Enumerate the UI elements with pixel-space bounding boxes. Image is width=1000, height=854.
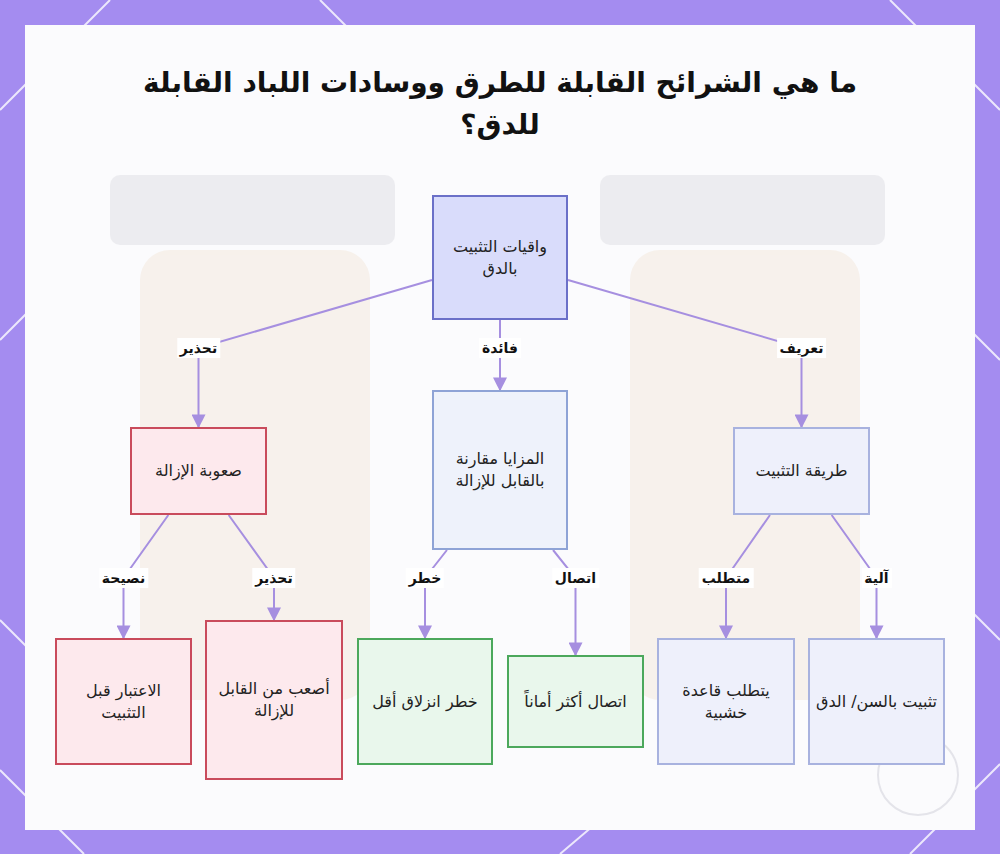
connector: [568, 280, 802, 427]
connector: [199, 280, 433, 427]
box-label: تثبيت بالسن/ الدق: [816, 691, 937, 713]
edge-label: اتصال: [552, 568, 599, 588]
title: ما هي الشرائح القابلة للطرق ووسادات اللب…: [100, 62, 900, 146]
box-label: طريقة التثبيت: [755, 460, 847, 482]
box-label: يتطلب قاعدة خشبية: [665, 680, 787, 724]
box-label: المزايا مقارنة بالقابل للإزالة: [440, 448, 560, 492]
process-box: المزايا مقارنة بالقابل للإزالة: [432, 390, 568, 550]
process-box: أصعب من القابل للإزالة: [205, 620, 343, 780]
process-box: اتصال أكثر أماناً: [507, 655, 644, 748]
edge-label: خطر: [406, 568, 444, 588]
edge-label: فائدة: [479, 338, 521, 358]
box-label: صعوبة الإزالة: [155, 460, 242, 482]
card: [25, 25, 975, 830]
box-label: خطر انزلاق أقل: [372, 691, 478, 713]
process-box: واقيات التثبيت بالدق: [432, 195, 568, 320]
process-box: يتطلب قاعدة خشبية: [657, 638, 795, 765]
box-label: أصعب من القابل للإزالة: [213, 678, 335, 722]
box-label: اتصال أكثر أماناً: [524, 691, 626, 713]
connector: [425, 550, 447, 638]
process-box: طريقة التثبيت: [733, 427, 870, 515]
process-box: تثبيت بالسن/ الدق: [808, 638, 945, 765]
edge-label: تعريف: [777, 338, 827, 358]
process-box: الاعتبار قبل التثبيت: [55, 638, 192, 765]
connector: [553, 550, 575, 655]
edge-label: نصيحة: [99, 568, 148, 588]
edge-label: تحذير: [177, 338, 220, 358]
process-box: صعوبة الإزالة: [130, 427, 267, 515]
edge-label: آلية: [861, 568, 891, 588]
edge-label: تحذير: [252, 568, 295, 588]
edge-label: متطلب: [699, 568, 754, 588]
box-label: واقيات التثبيت بالدق: [440, 236, 560, 280]
box-label: الاعتبار قبل التثبيت: [63, 680, 184, 724]
process-box: خطر انزلاق أقل: [357, 638, 493, 765]
